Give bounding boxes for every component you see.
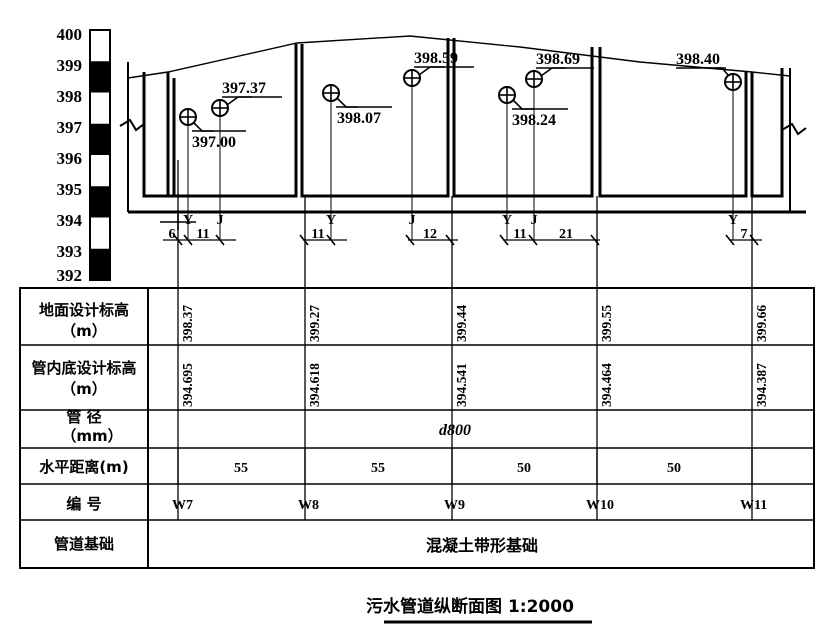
branch-marker: 398.59 bbox=[403, 50, 474, 87]
row-label: 管道基础 bbox=[54, 535, 114, 553]
invert-elevation: 394.387 bbox=[754, 363, 769, 407]
connector-letter: Y bbox=[326, 213, 336, 228]
row-label-unit: （mm） bbox=[61, 427, 122, 445]
elevation-tick-labels: 400 399 398 397 396 395 394 393 392 bbox=[57, 25, 83, 285]
ground-elevation: 398.37 bbox=[180, 305, 195, 342]
connector-letter: J bbox=[409, 213, 416, 228]
ground-elevation: 399.44 bbox=[454, 305, 469, 342]
branch-drop-lines bbox=[187, 86, 734, 240]
manhole-number: W9 bbox=[444, 498, 465, 513]
row-label-unit: （m） bbox=[61, 380, 107, 398]
offset-dim-value: 21 bbox=[559, 227, 573, 242]
horizontal-distance: 55 bbox=[234, 461, 248, 476]
drawing-title: 污水管道纵断面图 1:2000 bbox=[366, 596, 574, 617]
branch-marker: 398.69 bbox=[525, 51, 594, 88]
elev-tick: 394 bbox=[57, 211, 83, 230]
manhole-number: W7 bbox=[172, 498, 193, 513]
offset-dim-value: 7 bbox=[741, 227, 748, 242]
elev-tick: 393 bbox=[57, 242, 83, 261]
elev-tick: 395 bbox=[57, 180, 83, 199]
elev-tick: 396 bbox=[57, 149, 83, 168]
manhole-number-values: W7 W8 W9 W10 W11 bbox=[172, 498, 767, 513]
branch-marker: 398.40 bbox=[676, 51, 742, 91]
connector-letter: Y bbox=[728, 213, 738, 228]
pipe-trench-profile bbox=[142, 38, 784, 198]
data-table-grid bbox=[19, 287, 815, 569]
left-invert-tick bbox=[160, 214, 196, 230]
branch-marker: 397.37 bbox=[211, 80, 282, 117]
offset-dim-value: 11 bbox=[513, 227, 526, 242]
table-row-labels: 地面设计标高 （m） 管内底设计标高 （m） 管 径 （mm） 水平距离(m) … bbox=[31, 301, 136, 553]
branch-elevation-value: 398.07 bbox=[337, 110, 381, 127]
left-break-symbol bbox=[119, 62, 145, 212]
branch-connection-markers: 397.00 397.37 398.07 bbox=[179, 50, 742, 151]
row-label: 管内底设计标高 bbox=[31, 359, 136, 377]
drawing-title-block: 污水管道纵断面图 1:2000 bbox=[366, 596, 592, 624]
pipe-diameter-cell: d800 bbox=[439, 422, 471, 439]
connector-letter: J bbox=[217, 213, 224, 228]
elev-tick: 398 bbox=[57, 87, 83, 106]
branch-marker: 397.00 bbox=[179, 108, 246, 151]
horizontal-distance: 50 bbox=[517, 461, 531, 476]
offset-dim-value: 11 bbox=[311, 227, 324, 242]
row-label: 水平距离(m) bbox=[39, 458, 128, 476]
elev-tick: 399 bbox=[57, 56, 83, 75]
branch-elevation-value: 398.69 bbox=[536, 51, 580, 68]
ground-elevation: 399.27 bbox=[307, 305, 322, 342]
ground-elevation-values: 398.37 399.27 399.44 399.55 399.66 bbox=[180, 305, 769, 342]
elevation-scale-bar bbox=[89, 29, 111, 281]
connector-letter: J bbox=[531, 213, 538, 228]
ground-elevation: 399.66 bbox=[754, 305, 769, 342]
invert-elevation: 394.541 bbox=[454, 363, 469, 407]
manhole-number: W10 bbox=[586, 498, 614, 513]
horizontal-distance: 55 bbox=[371, 461, 385, 476]
ground-elevation: 399.55 bbox=[599, 305, 614, 342]
elev-tick: 400 bbox=[57, 25, 83, 44]
manhole-number: W8 bbox=[298, 498, 319, 513]
branch-elevation-value: 398.40 bbox=[676, 51, 720, 68]
pipe-diameter-value: d800 bbox=[439, 422, 471, 439]
offset-dim-value: 11 bbox=[196, 227, 209, 242]
horizontal-distance-values: 55 55 50 50 bbox=[234, 461, 681, 476]
invert-elevation: 394.618 bbox=[307, 363, 322, 407]
invert-elevation: 394.464 bbox=[599, 363, 614, 407]
elev-tick: 397 bbox=[57, 118, 83, 137]
connector-letters: Y J Y J Y J Y bbox=[183, 213, 738, 228]
invert-elevation: 394.695 bbox=[180, 363, 195, 407]
pipe-foundation-cell: 混凝土带形基础 bbox=[426, 536, 538, 555]
connector-letter: Y bbox=[502, 213, 512, 228]
branch-elevation-value: 397.37 bbox=[222, 80, 266, 97]
offset-dimension-chains: 6 11 11 12 11 21 7 bbox=[163, 227, 762, 246]
branch-elevation-value: 397.00 bbox=[192, 134, 236, 151]
horizontal-distance: 50 bbox=[667, 461, 681, 476]
invert-elevation-values: 394.695 394.618 394.541 394.464 394.387 bbox=[180, 363, 769, 407]
pipe-foundation-value: 混凝土带形基础 bbox=[426, 536, 538, 555]
connector-letter: Y bbox=[183, 213, 193, 228]
branch-marker: 398.07 bbox=[322, 84, 392, 127]
manhole-number: W11 bbox=[740, 498, 767, 513]
row-label-unit: （m） bbox=[61, 322, 107, 340]
row-label: 管 径 bbox=[66, 408, 101, 426]
offset-dim-value: 6 bbox=[169, 227, 176, 242]
elev-tick: 392 bbox=[57, 266, 83, 285]
branch-elevation-value: 398.59 bbox=[414, 50, 458, 67]
right-break-symbol bbox=[781, 68, 807, 212]
row-label: 地面设计标高 bbox=[39, 301, 129, 319]
offset-dim-value: 12 bbox=[423, 227, 437, 242]
ground-surface-line bbox=[127, 35, 791, 79]
row-label: 编 号 bbox=[66, 495, 101, 513]
